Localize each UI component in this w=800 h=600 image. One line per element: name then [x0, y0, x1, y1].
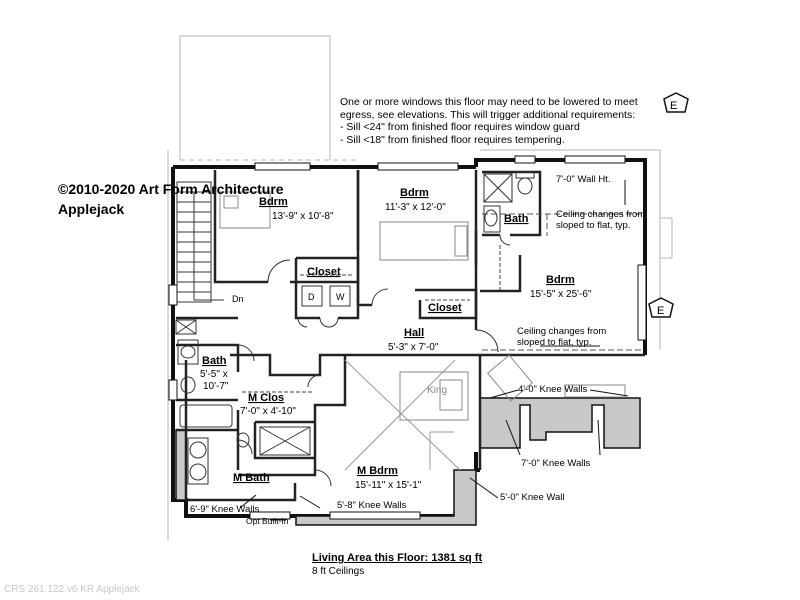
stairs — [176, 181, 224, 303]
windows — [168, 155, 647, 520]
furniture — [219, 191, 626, 421]
copyright-block: ©2010-2020 Art Form Architecture Appleja… — [58, 179, 284, 219]
wall-height-note: 7'-0" Wall Ht. — [556, 174, 610, 185]
egress-note: One or more windows this floor may need … — [340, 96, 660, 146]
dryer-box — [301, 285, 323, 307]
egress-note-line-3: - Sill <24" from finished floor requires… — [340, 121, 580, 133]
bath-fixtures — [175, 171, 535, 485]
stair-down-label: Dn — [232, 294, 244, 304]
ceiling-change-lines — [482, 213, 642, 351]
egress-note-line-4: - Sill <18" from finished floor requires… — [340, 133, 565, 146]
hall-name: Hall — [404, 327, 424, 339]
laundry-machines — [301, 285, 351, 307]
footer-code: CRS 261.122.v6 KR Applejack — [4, 584, 140, 595]
m-bdrm-name: M Bdrm — [357, 465, 398, 477]
elevation-marker-top: E — [670, 100, 677, 112]
opt-builtin-note: Opt Built-In — [246, 516, 289, 526]
knee-6-9-note: 6'-9" Knee Walls — [190, 504, 260, 515]
ceiling-height-label: 8 ft Ceilings — [312, 566, 365, 577]
elevation-marker-right: E — [657, 305, 664, 317]
m-clos-dims: 7'-0" x 4'-10" — [240, 406, 296, 417]
m-clos-name: M Clos — [248, 392, 284, 404]
living-area-label: Living Area this Floor: 1381 sq ft — [312, 552, 483, 564]
ceiling-change-note-1a: Ceiling changes from — [556, 209, 645, 220]
door-swings — [237, 234, 511, 487]
leader-arrows — [239, 180, 629, 521]
bdrm3-dims: 15'-5" x 25'-6" — [530, 289, 592, 300]
knee-7-0-note: 7'-0" Knee Walls — [521, 458, 591, 469]
knee-4-0-note: 4'-0" Knee Walls — [518, 384, 588, 395]
king-bed-label: King — [427, 385, 447, 396]
plan-name: Applejack — [58, 201, 125, 217]
m-bdrm-dims: 15'-11" x 15'-1" — [355, 480, 422, 491]
closet2-name: Closet — [428, 302, 462, 314]
egress-note-line-2: egress, see elevations. This will trigge… — [340, 108, 636, 121]
bdrm1-name: Bdrm — [259, 196, 288, 208]
ceiling-lines — [344, 359, 461, 471]
bdrm3-name: Bdrm — [546, 274, 575, 286]
ceiling-change-note-2b: sloped to flat, typ. — [517, 337, 591, 348]
washer-box — [329, 285, 351, 307]
bath-left-dims1: 5'-5" x — [200, 369, 228, 380]
copyright-text: ©2010-2020 Art Form Architecture — [58, 181, 284, 197]
dryer-label: D — [308, 292, 315, 302]
m-bath-name: M Bath — [233, 472, 270, 484]
bed-bdrm2 — [379, 221, 469, 261]
bath-left-name: Bath — [202, 355, 227, 367]
elevation-markers — [648, 92, 689, 318]
bed-bdrm1 — [219, 191, 271, 229]
knee-wall-zones — [175, 397, 641, 526]
bdrm1-dims: 13'-9" x 10'-8" — [272, 211, 334, 222]
closet-rods — [242, 245, 501, 393]
room-labels: Bdrm 13'-9" x 10'-8" Bdrm 11'-3" x 12'-0… — [200, 187, 592, 491]
egress-note-line-1: One or more windows this floor may need … — [340, 96, 638, 108]
hall-dims: 5'-3" x 7'-0" — [388, 342, 439, 353]
knee-5-8-note: 5'-8" Knee Walls — [337, 500, 407, 511]
bdrm2-name: Bdrm — [400, 187, 429, 199]
ceiling-change-note-1b: sloped to flat, typ. — [556, 220, 630, 231]
chair — [487, 354, 533, 402]
wall-5-0-note: 5'-0" Knee Wall — [500, 492, 565, 503]
upper-bath-name: Bath — [504, 213, 529, 225]
closet1-name: Closet — [307, 266, 341, 278]
bed-king — [399, 371, 469, 421]
bdrm2-dims: 11'-3" x 12'-0" — [385, 202, 446, 213]
bath-left-dims2: 10'-7" — [203, 381, 229, 392]
washer-label: W — [336, 292, 345, 302]
annotations: 7'-0" Wall Ht. Ceiling changes from slop… — [190, 100, 677, 526]
ceiling-change-note-2a: Ceiling changes from — [517, 326, 606, 337]
